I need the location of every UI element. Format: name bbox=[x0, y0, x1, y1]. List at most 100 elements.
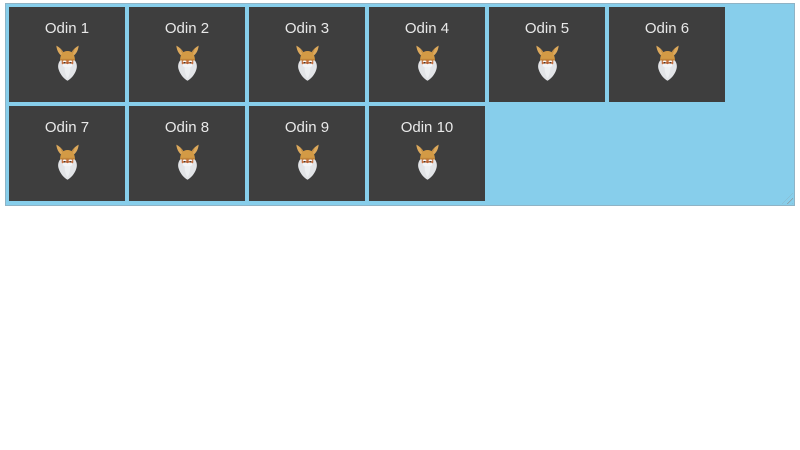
odin-viking-icon bbox=[175, 45, 199, 81]
nose bbox=[305, 161, 309, 164]
eye-right bbox=[429, 62, 431, 64]
brow-left bbox=[182, 159, 186, 162]
mustache bbox=[662, 63, 672, 68]
mustache bbox=[422, 63, 432, 68]
eye-left bbox=[663, 62, 665, 64]
eye-right bbox=[669, 62, 671, 64]
card-label: Odin 8 bbox=[164, 119, 210, 136]
card-label: Odin 4 bbox=[404, 20, 450, 37]
odin-card: Odin 8 bbox=[129, 106, 245, 201]
brow-left bbox=[542, 60, 546, 63]
helmet bbox=[539, 51, 555, 61]
helmet-rim bbox=[419, 58, 435, 61]
eye-right bbox=[69, 161, 71, 163]
helmet bbox=[59, 150, 75, 160]
brow-left bbox=[422, 159, 426, 162]
cards-container[interactable]: Odin 1 Odin bbox=[5, 3, 795, 206]
helmet bbox=[659, 51, 675, 61]
beard-highlight bbox=[424, 165, 430, 178]
eye-left bbox=[183, 62, 185, 64]
eye-right bbox=[549, 62, 551, 64]
odin-card: Odin 10 bbox=[369, 106, 485, 201]
brow-right bbox=[668, 60, 672, 63]
brow-left bbox=[62, 159, 66, 162]
beard-highlight bbox=[664, 66, 670, 79]
beard-highlight bbox=[184, 165, 190, 178]
eye-right bbox=[189, 161, 191, 163]
brow-right bbox=[188, 60, 192, 63]
mustache bbox=[542, 63, 552, 68]
eye-left bbox=[543, 62, 545, 64]
beard-highlight bbox=[304, 165, 310, 178]
helmet-rim bbox=[179, 58, 195, 61]
beard-highlight bbox=[184, 66, 190, 79]
eye-right bbox=[309, 161, 311, 163]
eye-left bbox=[303, 62, 305, 64]
odin-card: Odin 7 bbox=[9, 106, 125, 201]
helmet bbox=[299, 51, 315, 61]
odin-card: Odin 6 bbox=[609, 7, 725, 102]
odin-card: Odin 5 bbox=[489, 7, 605, 102]
mustache bbox=[62, 63, 72, 68]
odin-card: Odin 9 bbox=[249, 106, 365, 201]
eye-right bbox=[69, 62, 71, 64]
odin-viking-icon bbox=[415, 45, 439, 81]
card-label: Odin 10 bbox=[400, 119, 454, 136]
helmet-rim bbox=[539, 58, 555, 61]
card-label: Odin 6 bbox=[644, 20, 690, 37]
helmet bbox=[179, 150, 195, 160]
nose bbox=[305, 62, 309, 65]
helmet-rim bbox=[59, 58, 75, 61]
resize-handle-icon[interactable] bbox=[782, 193, 793, 204]
helmet-rim bbox=[299, 157, 315, 160]
nose bbox=[185, 62, 189, 65]
odin-card: Odin 1 bbox=[9, 7, 125, 102]
brow-right bbox=[188, 159, 192, 162]
brow-right bbox=[428, 159, 432, 162]
helmet-rim bbox=[179, 157, 195, 160]
eye-left bbox=[423, 62, 425, 64]
card-label: Odin 9 bbox=[284, 119, 330, 136]
card-label: Odin 7 bbox=[44, 119, 90, 136]
beard-highlight bbox=[424, 66, 430, 79]
helmet bbox=[179, 51, 195, 61]
helmet-rim bbox=[59, 157, 75, 160]
brow-right bbox=[428, 60, 432, 63]
beard-highlight bbox=[64, 165, 70, 178]
brow-right bbox=[68, 60, 72, 63]
nose bbox=[545, 62, 549, 65]
brow-left bbox=[302, 159, 306, 162]
eye-left bbox=[63, 62, 65, 64]
nose bbox=[425, 161, 429, 164]
card-label: Odin 1 bbox=[44, 20, 90, 37]
mustache bbox=[302, 162, 312, 167]
brow-left bbox=[62, 60, 66, 63]
odin-viking-icon bbox=[55, 144, 79, 180]
eye-right bbox=[429, 161, 431, 163]
odin-viking-icon bbox=[295, 45, 319, 81]
beard-highlight bbox=[64, 66, 70, 79]
eye-left bbox=[303, 161, 305, 163]
mustache bbox=[302, 63, 312, 68]
nose bbox=[65, 161, 69, 164]
helmet-rim bbox=[299, 58, 315, 61]
brow-right bbox=[548, 60, 552, 63]
brow-left bbox=[182, 60, 186, 63]
brow-left bbox=[662, 60, 666, 63]
odin-card: Odin 4 bbox=[369, 7, 485, 102]
odin-viking-icon bbox=[535, 45, 559, 81]
beard-highlight bbox=[544, 66, 550, 79]
eye-right bbox=[189, 62, 191, 64]
helmet bbox=[419, 150, 435, 160]
card-label: Odin 3 bbox=[284, 20, 330, 37]
card-label: Odin 5 bbox=[524, 20, 570, 37]
brow-right bbox=[68, 159, 72, 162]
helmet-rim bbox=[659, 58, 675, 61]
eye-left bbox=[183, 161, 185, 163]
beard-highlight bbox=[304, 66, 310, 79]
mustache bbox=[422, 162, 432, 167]
mustache bbox=[182, 162, 192, 167]
odin-viking-icon bbox=[175, 144, 199, 180]
nose bbox=[65, 62, 69, 65]
brow-left bbox=[422, 60, 426, 63]
